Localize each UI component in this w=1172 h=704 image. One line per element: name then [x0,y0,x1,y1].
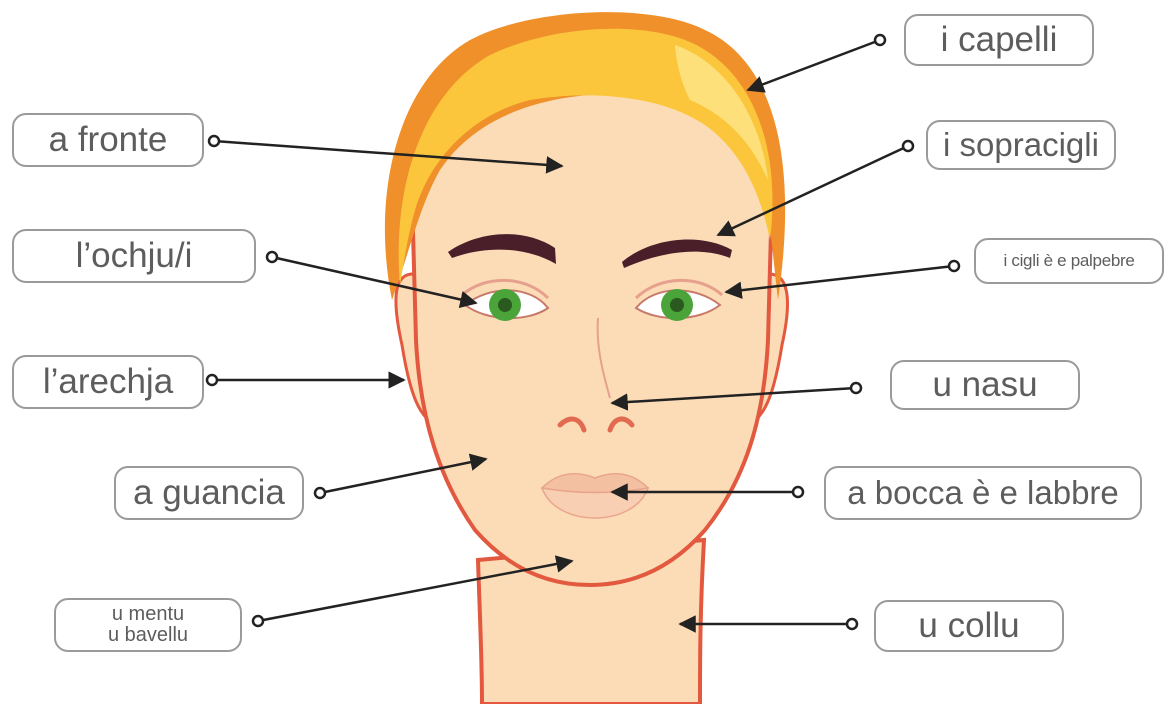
leader-capelli [748,40,880,90]
left-pupil [498,298,512,312]
label-cigli: i cigli è e palpebre [974,238,1164,284]
label-mentu: u mentu u bavellu [54,598,242,652]
label-collu: u collu [874,600,1064,652]
label-sopracigli: i sopracigli [926,120,1116,170]
label-nasu: u nasu [890,360,1080,410]
right-pupil [670,298,684,312]
label-fronte: a fronte [12,113,204,167]
label-guancia: a guancia [114,466,304,520]
label-mentu-line1: u mentu [112,604,184,625]
label-mentu-line2: u bavellu [108,625,188,646]
label-capelli: i capelli [904,14,1094,66]
label-bocca: a bocca è e labbre [824,466,1142,520]
label-ochju: l’ochju/i [12,229,256,283]
label-arechja: l’arechja [12,355,204,409]
